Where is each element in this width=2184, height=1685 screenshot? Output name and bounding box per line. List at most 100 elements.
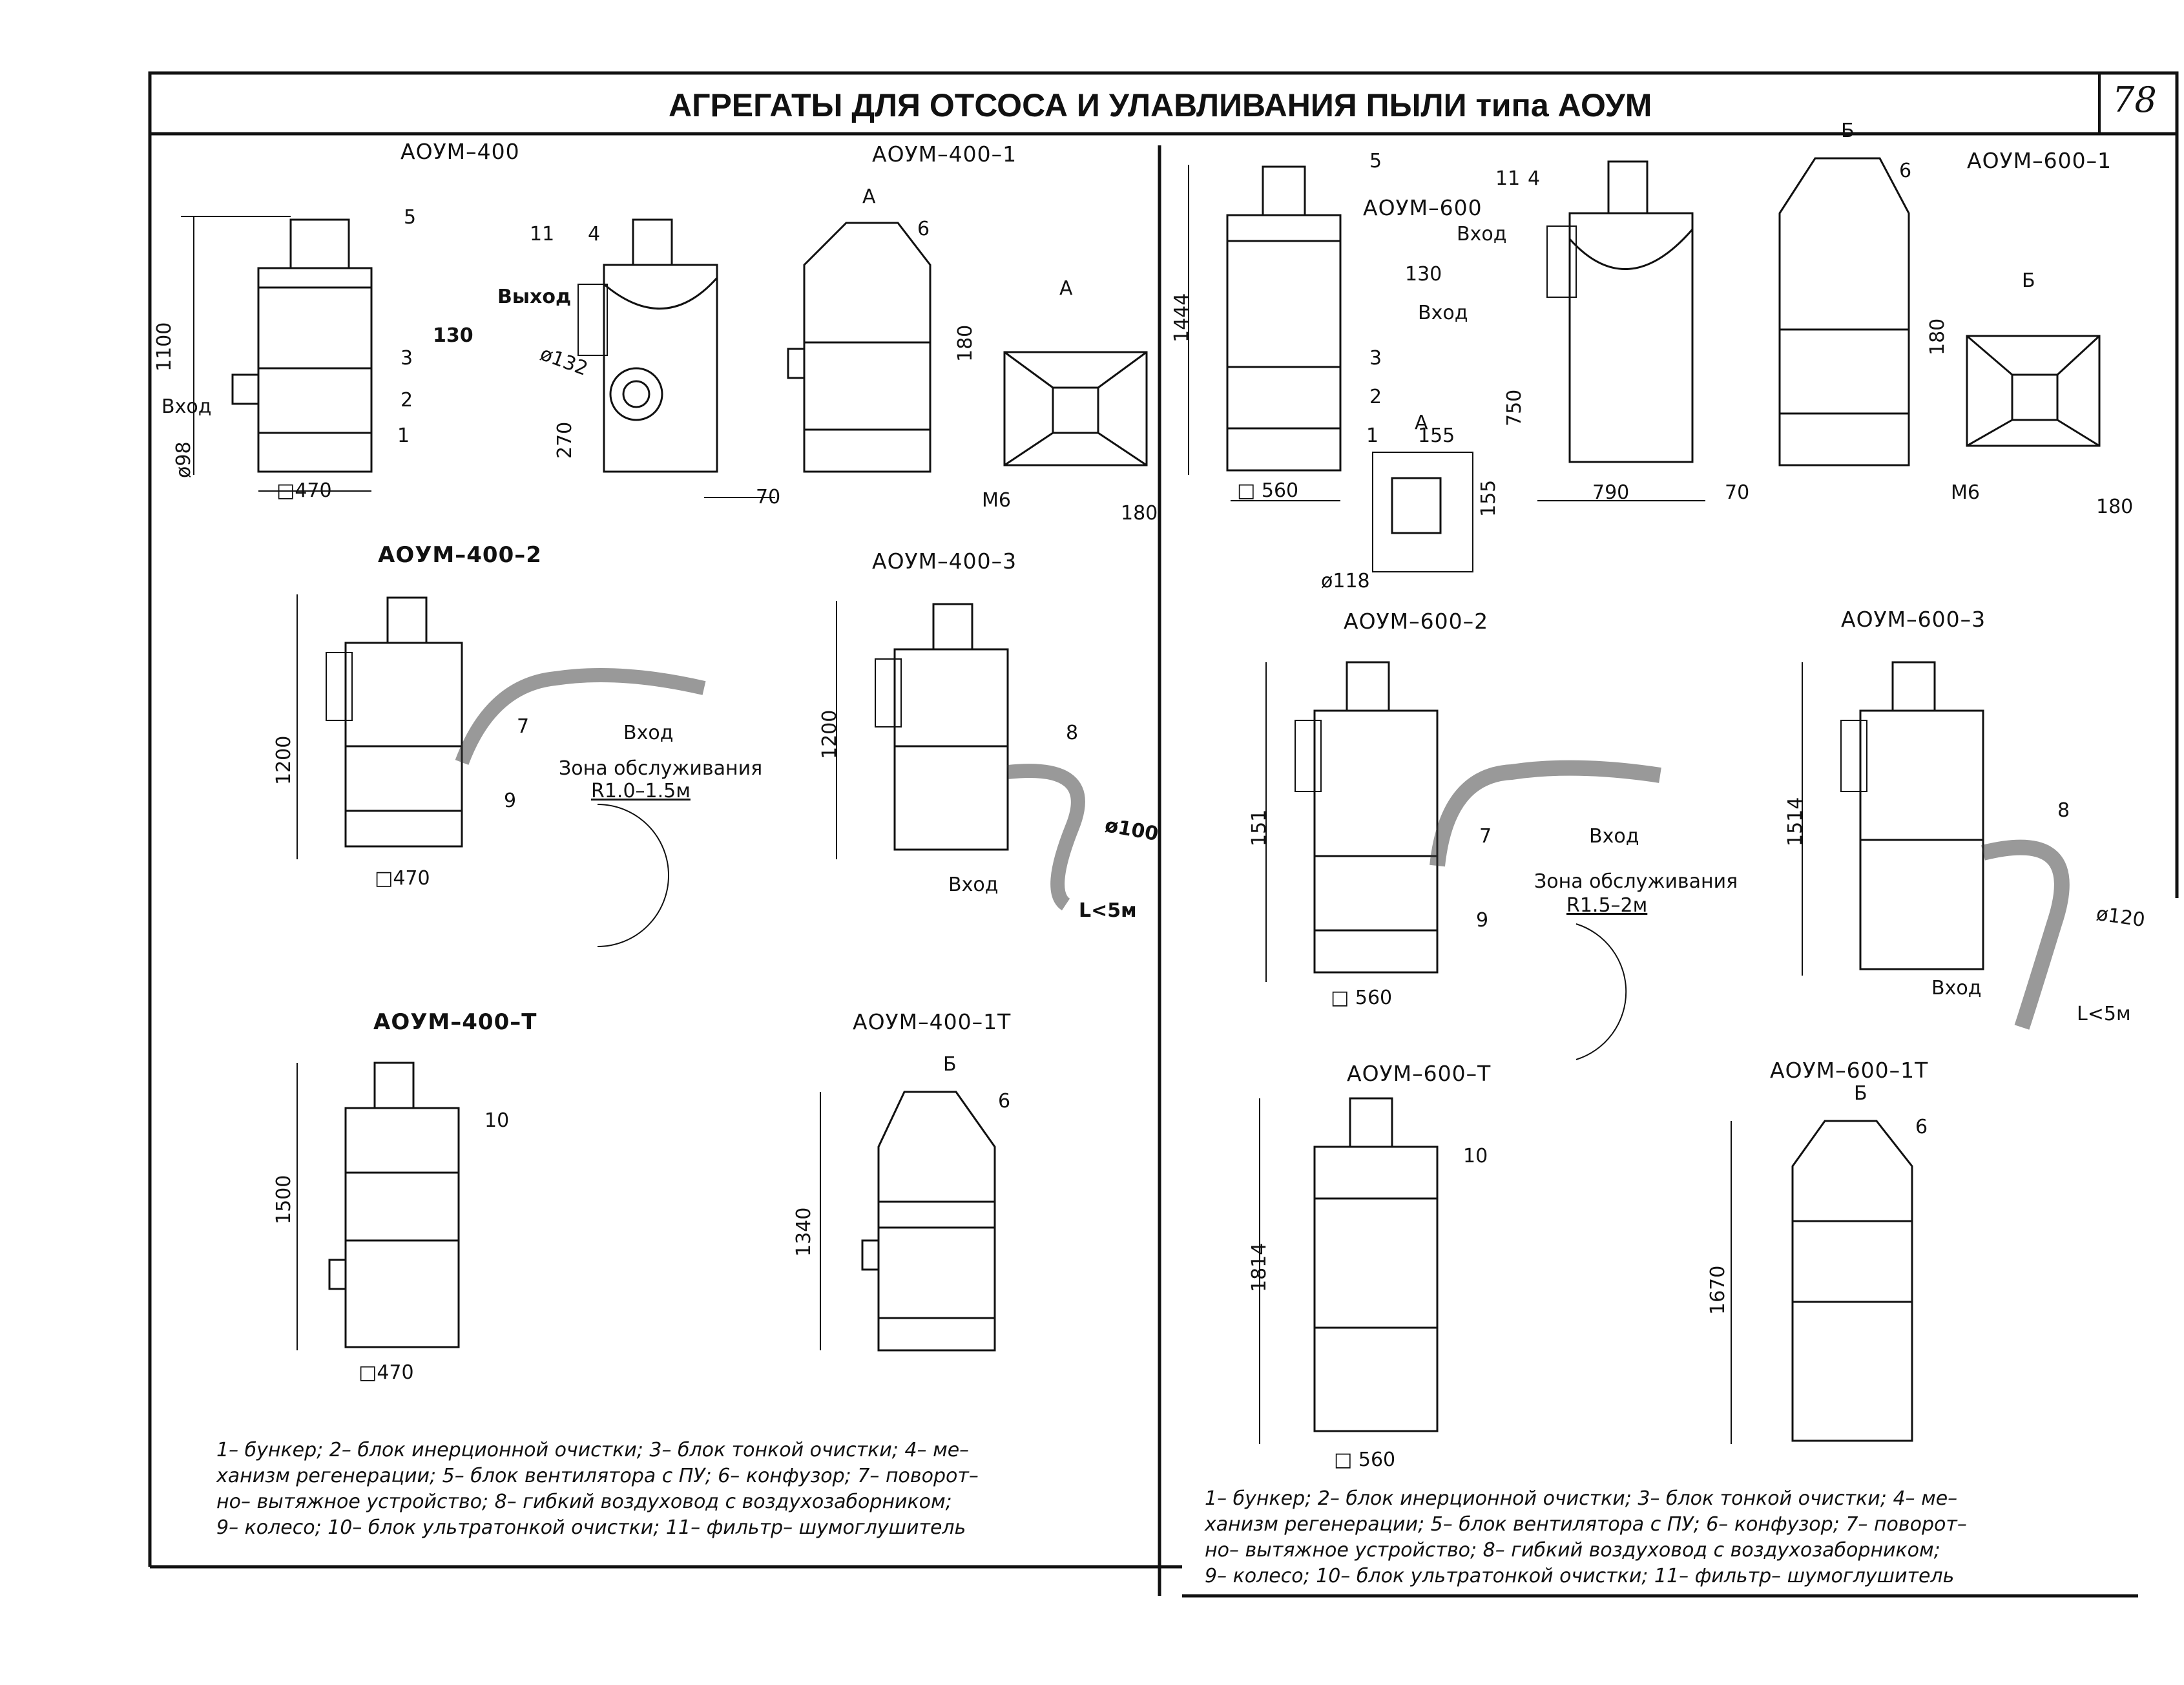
label-inlet-400: Вход [161, 395, 212, 418]
model-label-600: АОУМ–600 [1363, 195, 1482, 220]
radius-400: R1.0–1.5м [591, 780, 691, 802]
callout-4-b: 4 [1528, 167, 1541, 190]
callout-1-b: 1 [1366, 424, 1379, 447]
callout-1-a: 1 [397, 424, 410, 447]
dim-790: 790 [1592, 481, 1630, 504]
legend-line: ханизм регенерации; 5– блок вентилятора … [216, 1465, 979, 1487]
dim-470-a: □470 [276, 479, 332, 502]
callout-8-b: 8 [2057, 799, 2070, 822]
legend-line: но– вытяжное устройство; 8– гибкий возду… [216, 1491, 952, 1513]
unit-aoum-400 [181, 216, 373, 492]
dim-98: ø98 [172, 441, 195, 478]
callout-6-d: 6 [1915, 1116, 1928, 1138]
dim-1100: 1100 [153, 322, 176, 372]
callout-9-a: 9 [504, 790, 517, 812]
label-b-400-1t: Б [943, 1053, 957, 1076]
model-label-600-1: АОУМ–600–1 [1967, 148, 2112, 173]
unit-aoum-400-t [296, 1062, 460, 1350]
dim-560-a: □ 560 [1237, 479, 1299, 502]
unit-aoum-600 [1188, 165, 1342, 501]
model-label-400-2: АОУМ–400–2 [378, 542, 542, 568]
detail-a-600 [1372, 452, 1473, 572]
dim-750: 750 [1503, 389, 1526, 426]
unit-aoum-400-3 [836, 601, 1085, 911]
dim-1444: 1444 [1170, 293, 1193, 342]
legend-line: ханизм регенерации; 5– блок вентилятора … [1205, 1513, 1967, 1536]
callout-8-a: 8 [1066, 722, 1079, 744]
callout-11-a: 11 [530, 223, 555, 246]
legend-line: 1– бункер; 2– блок инерционной очистки; … [1205, 1487, 1958, 1510]
dim-470-b: □470 [375, 867, 430, 890]
dim-1670: 1670 [1707, 1265, 1729, 1315]
dim-70-a: 70 [756, 486, 781, 508]
legend-line: 9– колесо; 10– блок ультратонкой очистки… [216, 1516, 966, 1539]
hose-length-400: L<5м [1079, 899, 1137, 922]
unit-aoum-400-1-front [787, 222, 931, 473]
label-view-b-600: Б [2022, 269, 2035, 292]
label-inlet-400-3: Вход [948, 874, 999, 896]
label-b-600: Б [1841, 120, 1855, 142]
m6-a: М6 [982, 489, 1011, 512]
dim-560-b: □ 560 [1331, 987, 1393, 1009]
callout-10-a: 10 [484, 1109, 510, 1132]
callout-3-a: 3 [400, 347, 413, 370]
unit-aoum-600-1-front [1778, 157, 1910, 466]
model-label-400-3: АОУМ–400–3 [872, 549, 1017, 574]
dim-1200-b: 1200 [818, 709, 841, 759]
dim-470-c: □470 [359, 1361, 414, 1384]
label-a-600: А [1415, 412, 1428, 434]
page-title: АГРЕГАТЫ ДЛЯ ОТСОСА И УЛАВЛИВАНИЯ ПЫЛИ т… [669, 87, 1652, 123]
legend-line: 9– колесо; 10– блок ультратонкой очистки… [1205, 1565, 1955, 1587]
dim-70-b: 70 [1725, 481, 1750, 504]
callout-2-b: 2 [1369, 386, 1382, 408]
radius-600: R1.5–2м [1566, 894, 1648, 917]
unit-aoum-600-3 [1802, 661, 2070, 1030]
page-number: 78 [2112, 79, 2157, 120]
dim-1200-a: 1200 [273, 735, 295, 785]
dim-151: 151 [1248, 809, 1271, 846]
callout-7-a: 7 [517, 715, 530, 738]
label-view-a-400: А [1059, 277, 1073, 300]
callout-6-a: 6 [917, 218, 930, 240]
callout-2-a: 2 [400, 389, 413, 412]
unit-aoum-600-t [1259, 1097, 1439, 1444]
dim-1340: 1340 [793, 1207, 815, 1257]
hose-length-600: L<5м [2077, 1003, 2131, 1025]
plan-view-b-600 [1966, 335, 2101, 447]
callout-4-a: 4 [588, 223, 601, 246]
callout-11-b: 11 [1495, 167, 1521, 190]
model-label-600-1t: АОУМ–600–1Т [1770, 1058, 1929, 1083]
dim-118: ø118 [1321, 570, 1370, 592]
model-label-400: АОУМ–400 [400, 139, 520, 164]
unit-aoum-400-1t [820, 1091, 996, 1352]
label-outlet: Выход [497, 286, 572, 308]
label-inlet-600-3: Вход [1931, 977, 1982, 999]
dim-155-a: 155 [1418, 424, 1455, 447]
unit-aoum-400-2 [296, 594, 706, 947]
model-label-400-1: АОУМ–400–1 [872, 141, 1017, 167]
dim-1814: 1814 [1248, 1242, 1271, 1292]
unit-aoum-400-1-side [577, 218, 775, 498]
legend-left: 1– бункер; 2– блок инерционной очистки; … [216, 1438, 979, 1541]
callout-5-a: 5 [404, 206, 417, 229]
plan-view-a-400 [1003, 351, 1148, 466]
dim-1514: 1514 [1784, 797, 1807, 846]
callout-9-b: 9 [1476, 909, 1489, 932]
dim-180-b: 180 [1121, 502, 1158, 525]
dim-130-b: 130 [1405, 263, 1442, 286]
callout-5-b: 5 [1369, 150, 1382, 173]
model-label-400-1t: АОУМ–400–1Т [853, 1009, 1012, 1034]
dim-270: 270 [554, 421, 576, 459]
legend-line: но– вытяжное устройство; 8– гибкий возду… [1205, 1539, 1940, 1562]
label-inlet-600-a: Вход [1418, 302, 1468, 324]
m6-b: М6 [1951, 481, 1980, 504]
callout-6-c: 6 [1899, 160, 1912, 182]
legend-line: 1– бункер; 2– блок инерционной очистки; … [216, 1439, 970, 1461]
dim-560-c: □ 560 [1334, 1449, 1396, 1471]
model-label-600-t: АОУМ–600–Т [1347, 1061, 1492, 1086]
legend-right: 1– бункер; 2– блок инерционной очистки; … [1205, 1486, 1967, 1589]
label-inlet-400-2: Вход [623, 722, 674, 744]
callout-10-b: 10 [1463, 1145, 1488, 1167]
